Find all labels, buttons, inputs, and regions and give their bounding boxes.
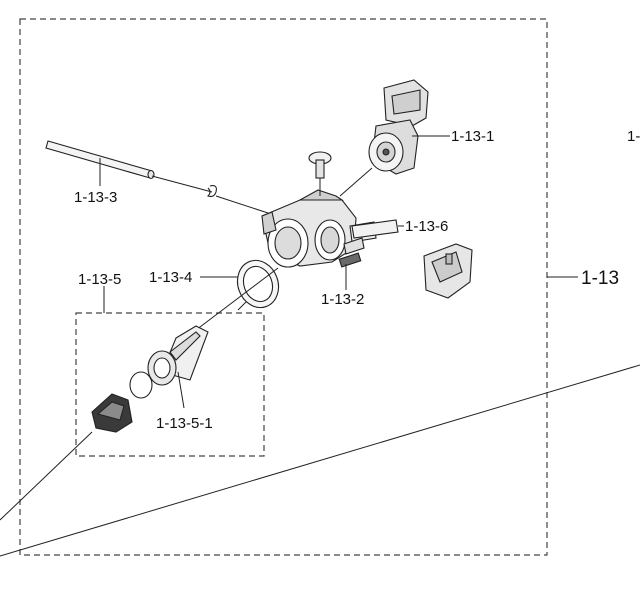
- filter-oring-part: [129, 371, 185, 409]
- clip-part: [338, 252, 362, 268]
- label-1-13: 1-13: [581, 268, 619, 289]
- label-partial-right: 1-: [627, 128, 640, 145]
- label-1-13-3: 1-13-3: [74, 189, 117, 206]
- pump-motor-part: [339, 79, 429, 197]
- label-1-13-2: 1-13-2: [321, 291, 364, 308]
- pipe-part: [351, 219, 399, 239]
- filter-cap-part: [91, 393, 133, 433]
- hose-clamp-part: [206, 185, 269, 214]
- diagonal-reference-line: [0, 364, 640, 557]
- bracket-part: [423, 243, 473, 299]
- float-part: [308, 151, 332, 196]
- label-1-13-5-1: 1-13-5-1: [156, 415, 213, 432]
- hose-part: [45, 140, 213, 193]
- label-1-13-1: 1-13-1: [451, 128, 494, 145]
- assembly-frame: [19, 18, 548, 556]
- pump-housing-part: [261, 189, 377, 268]
- gasket-part: [195, 259, 280, 331]
- label-1-13-6: 1-13-6: [405, 218, 448, 235]
- filter-subassembly-frame: [75, 312, 265, 457]
- filter-reference-line: [0, 431, 93, 521]
- label-1-13-5: 1-13-5: [78, 271, 121, 288]
- label-1-13-4: 1-13-4: [149, 269, 192, 286]
- filter-cartridge-part: [147, 325, 209, 386]
